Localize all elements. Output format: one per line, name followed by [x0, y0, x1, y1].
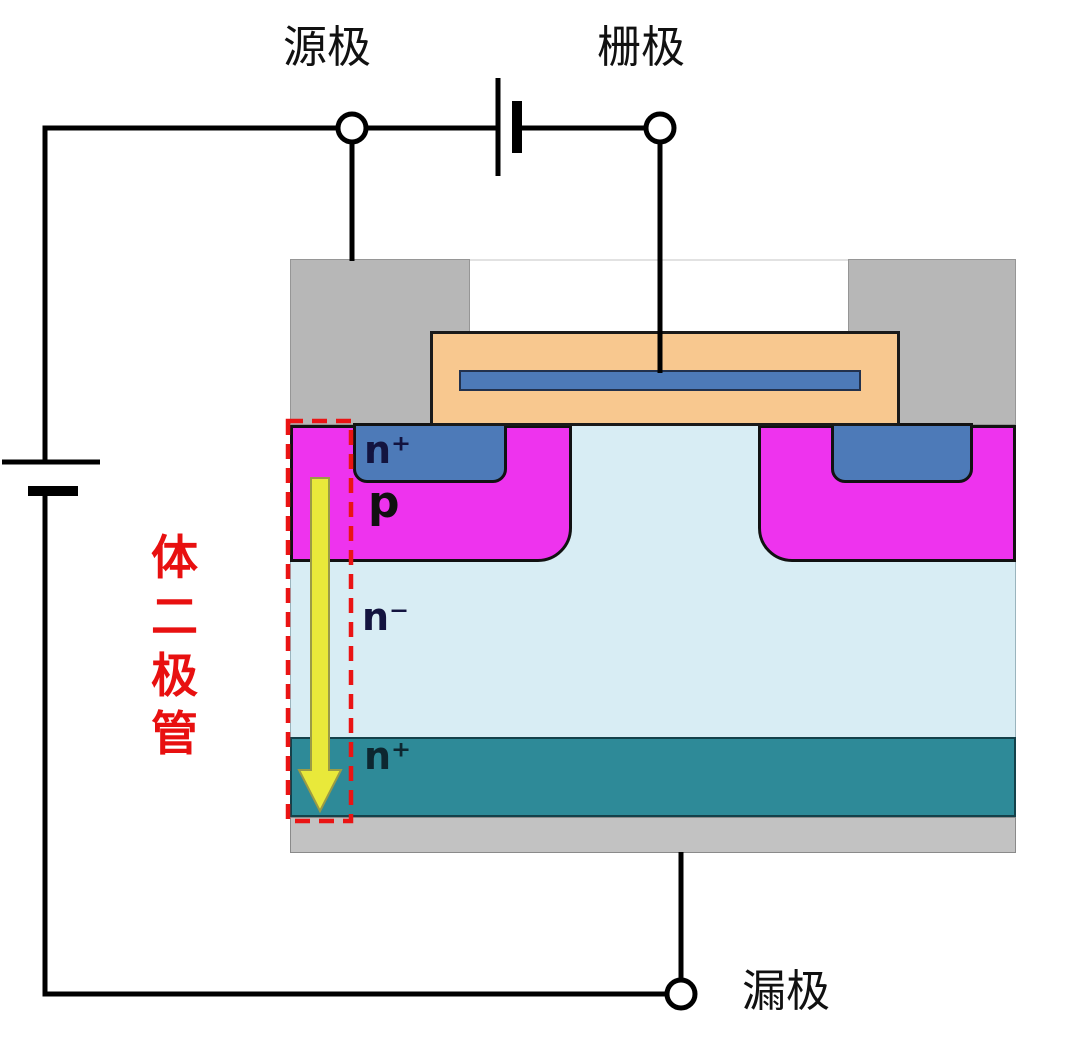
- body-diode-char-4: 管: [151, 707, 198, 763]
- n-plus-source-right: [831, 423, 973, 483]
- p-body-label: p: [368, 477, 400, 528]
- gate-label: 栅极: [597, 22, 685, 73]
- battery-symbol-left: [2, 459, 100, 496]
- gate-terminal: [643, 111, 677, 145]
- n-minus-drift-label: n⁻: [362, 595, 410, 639]
- drain-metal: [290, 817, 1016, 853]
- n-plus-source-label: n⁺: [364, 428, 412, 472]
- drain-terminal: [664, 977, 698, 1011]
- source-terminal: [335, 111, 369, 145]
- body-diode-char-1: 体: [151, 531, 198, 586]
- body-diode-char-3: 极: [151, 648, 198, 704]
- source-label: 源极: [283, 22, 371, 73]
- battery-symbol-top: [495, 78, 522, 176]
- body-diode-label: 体 二 极 管: [151, 530, 198, 765]
- body-diode-char-2: 二: [151, 589, 198, 645]
- n-plus-substrate-label: n⁺: [364, 734, 412, 778]
- drain-label: 漏极: [742, 966, 830, 1017]
- gate-electrode: [459, 370, 861, 391]
